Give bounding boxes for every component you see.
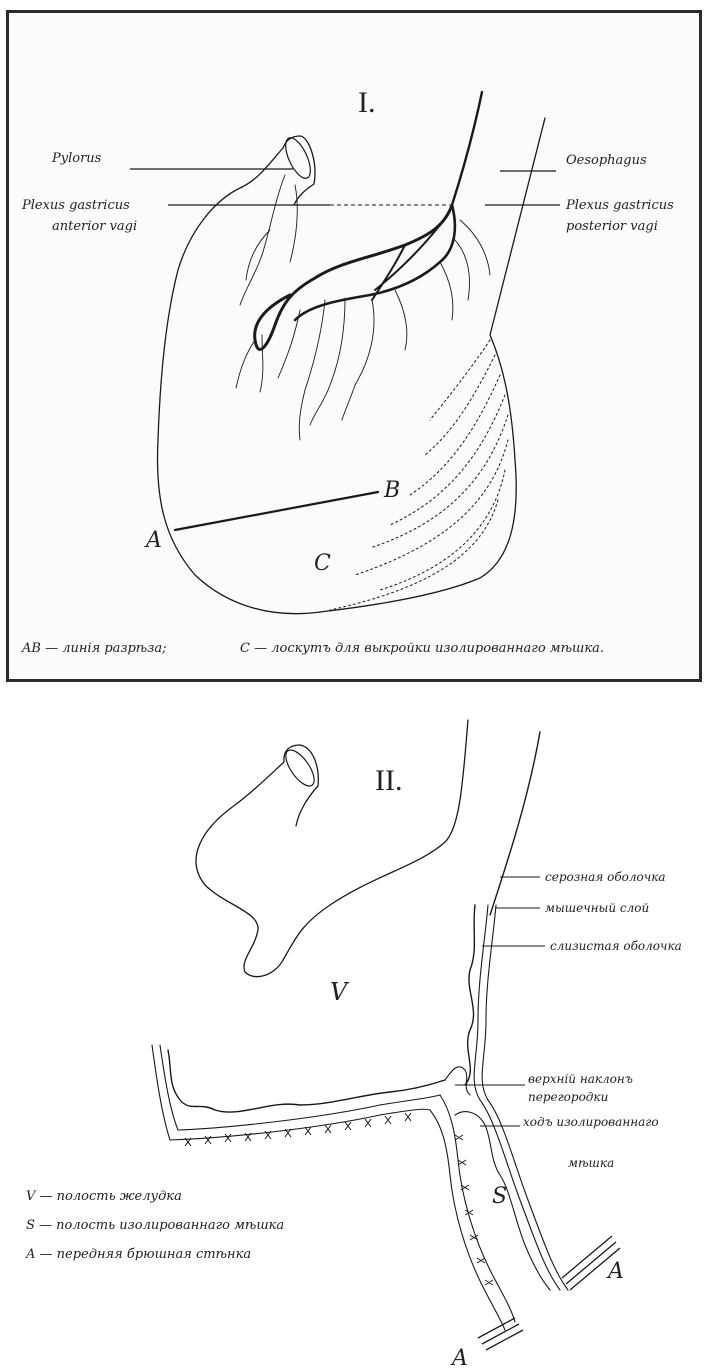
pylorus-opening	[281, 134, 316, 181]
pylorus-opening-2	[281, 746, 320, 791]
pylorus-tube-2	[284, 745, 318, 826]
plexus-anterior-branch	[295, 205, 455, 320]
label-pylorus: Pylorus	[51, 151, 102, 166]
label-cavity-v: V	[330, 978, 350, 1006]
label-plexus-posterior-2: posterior vagi	[566, 219, 658, 234]
legend-s: S — полость изолированнаго мѣшка	[26, 1218, 284, 1233]
label-wall-a-bottom: A	[450, 1346, 468, 1369]
figure-1-numeral: I.	[358, 86, 376, 119]
legend-v: V — полость желудка	[26, 1189, 182, 1204]
label-point-b: B	[383, 478, 400, 503]
plexus-anterior-trunk	[255, 205, 452, 349]
oesophagus-right-wall	[490, 732, 540, 915]
label-plexus-anterior-2: anterior vagi	[52, 219, 137, 234]
septum-walls	[430, 1067, 550, 1330]
plexus-anterior-branch-2	[372, 225, 440, 300]
stomach-outline	[157, 118, 545, 614]
label-muscular: мышечный слой	[545, 901, 649, 915]
legend-c: C — лоскутъ для выкройки изолированнаго …	[240, 641, 604, 656]
label-plexus-anterior-1: Plexus gastricus	[21, 198, 130, 213]
label-cavity-s: S	[492, 1184, 507, 1209]
suture-marks-bottom	[185, 1113, 411, 1146]
label-septum-2: перегородки	[528, 1090, 608, 1104]
label-wall-a-right: A	[606, 1259, 624, 1284]
label-serosa: серозная оболочка	[545, 870, 666, 884]
label-septum-1: верхній наклонъ	[528, 1072, 633, 1086]
suture-marks-septum	[455, 1135, 493, 1285]
abdominal-wall-bottom	[478, 1318, 523, 1350]
stomach-cavity-outline	[196, 720, 468, 977]
label-passage-2: мѣшка	[568, 1156, 614, 1170]
figure-2-numeral: II.	[375, 764, 402, 797]
plexus-fine-branches	[236, 175, 490, 440]
label-passage-1: ходъ изолированнаго	[523, 1115, 659, 1129]
legend-a: A — передняя брюшная стѣнка	[25, 1247, 251, 1262]
label-plexus-posterior-1: Plexus gastricus	[565, 198, 674, 213]
incision-line-ab	[175, 492, 378, 530]
legend-ab: AB — линія разрѣза;	[21, 641, 167, 656]
label-point-c: C	[314, 551, 331, 576]
plexus-posterior-dotted	[330, 340, 508, 610]
label-point-a: A	[144, 528, 162, 553]
gastric-wall-bottom	[152, 1045, 445, 1140]
label-mucosa: слизистая оболочка	[550, 939, 682, 953]
label-oesophagus: Oesophagus	[566, 153, 647, 168]
oesophagus-left-wall	[452, 92, 482, 205]
